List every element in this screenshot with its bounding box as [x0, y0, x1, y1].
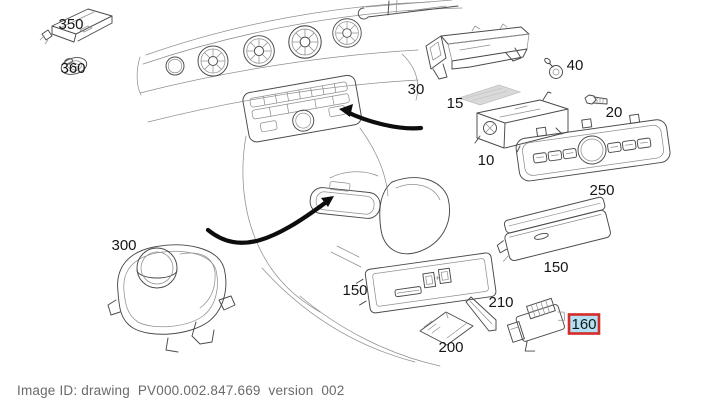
part-210-drawing — [465, 296, 497, 332]
part-label-15[interactable]: 15 — [447, 95, 464, 112]
part-10-drawing — [474, 91, 569, 153]
part-360-drawing — [60, 57, 88, 75]
part-label-160[interactable]: 160 — [571, 316, 596, 333]
part-label-150-usb[interactable]: 150 — [342, 282, 367, 299]
part-label-10[interactable]: 10 — [478, 152, 495, 169]
top-rail-drawing — [357, 0, 459, 20]
center-stack-drawing — [242, 74, 362, 143]
part-30-drawing — [425, 23, 530, 80]
part-15-drawing — [457, 84, 522, 106]
part-label-360[interactable]: 360 — [60, 60, 85, 77]
air-vent-icon — [332, 18, 362, 48]
part-20-drawing — [584, 94, 608, 105]
part-200-drawing — [419, 311, 474, 346]
part-label-30[interactable]: 30 — [408, 81, 425, 98]
part-label-40[interactable]: 40 — [567, 57, 584, 74]
arrow-to-dash-climate-area — [339, 104, 424, 131]
part-label-300[interactable]: 300 — [111, 237, 136, 254]
part-label-200[interactable]: 200 — [438, 339, 463, 356]
air-vent-icon — [197, 45, 229, 77]
highlight-box — [567, 313, 601, 335]
air-vent-icon — [288, 25, 322, 59]
part-300-drawing — [107, 244, 236, 353]
arrow-to-console-touchpad — [205, 196, 334, 245]
part-40-drawing — [544, 57, 563, 79]
part-label-160-highlighted[interactable]: 160 — [567, 313, 601, 335]
dashboard-drawing — [136, 1, 463, 367]
part-160-drawing — [506, 297, 566, 352]
part-150-usb-panel-drawing — [355, 252, 497, 314]
part-label-20[interactable]: 20 — [606, 104, 623, 121]
part-label-250[interactable]: 250 — [589, 182, 614, 199]
part-350-drawing — [39, 8, 113, 45]
air-vent-icon — [243, 35, 275, 67]
part-label-150-tray[interactable]: 150 — [543, 259, 568, 276]
part-label-210[interactable]: 210 — [488, 294, 513, 311]
part-label-350[interactable]: 350 — [58, 16, 83, 33]
part-250-drawing — [515, 113, 671, 182]
touchpad-console-drawing — [309, 181, 381, 219]
image-id-text: Image ID: drawing PV000.002.847.669 vers… — [17, 383, 345, 398]
part-150-tray-drawing — [496, 196, 611, 262]
